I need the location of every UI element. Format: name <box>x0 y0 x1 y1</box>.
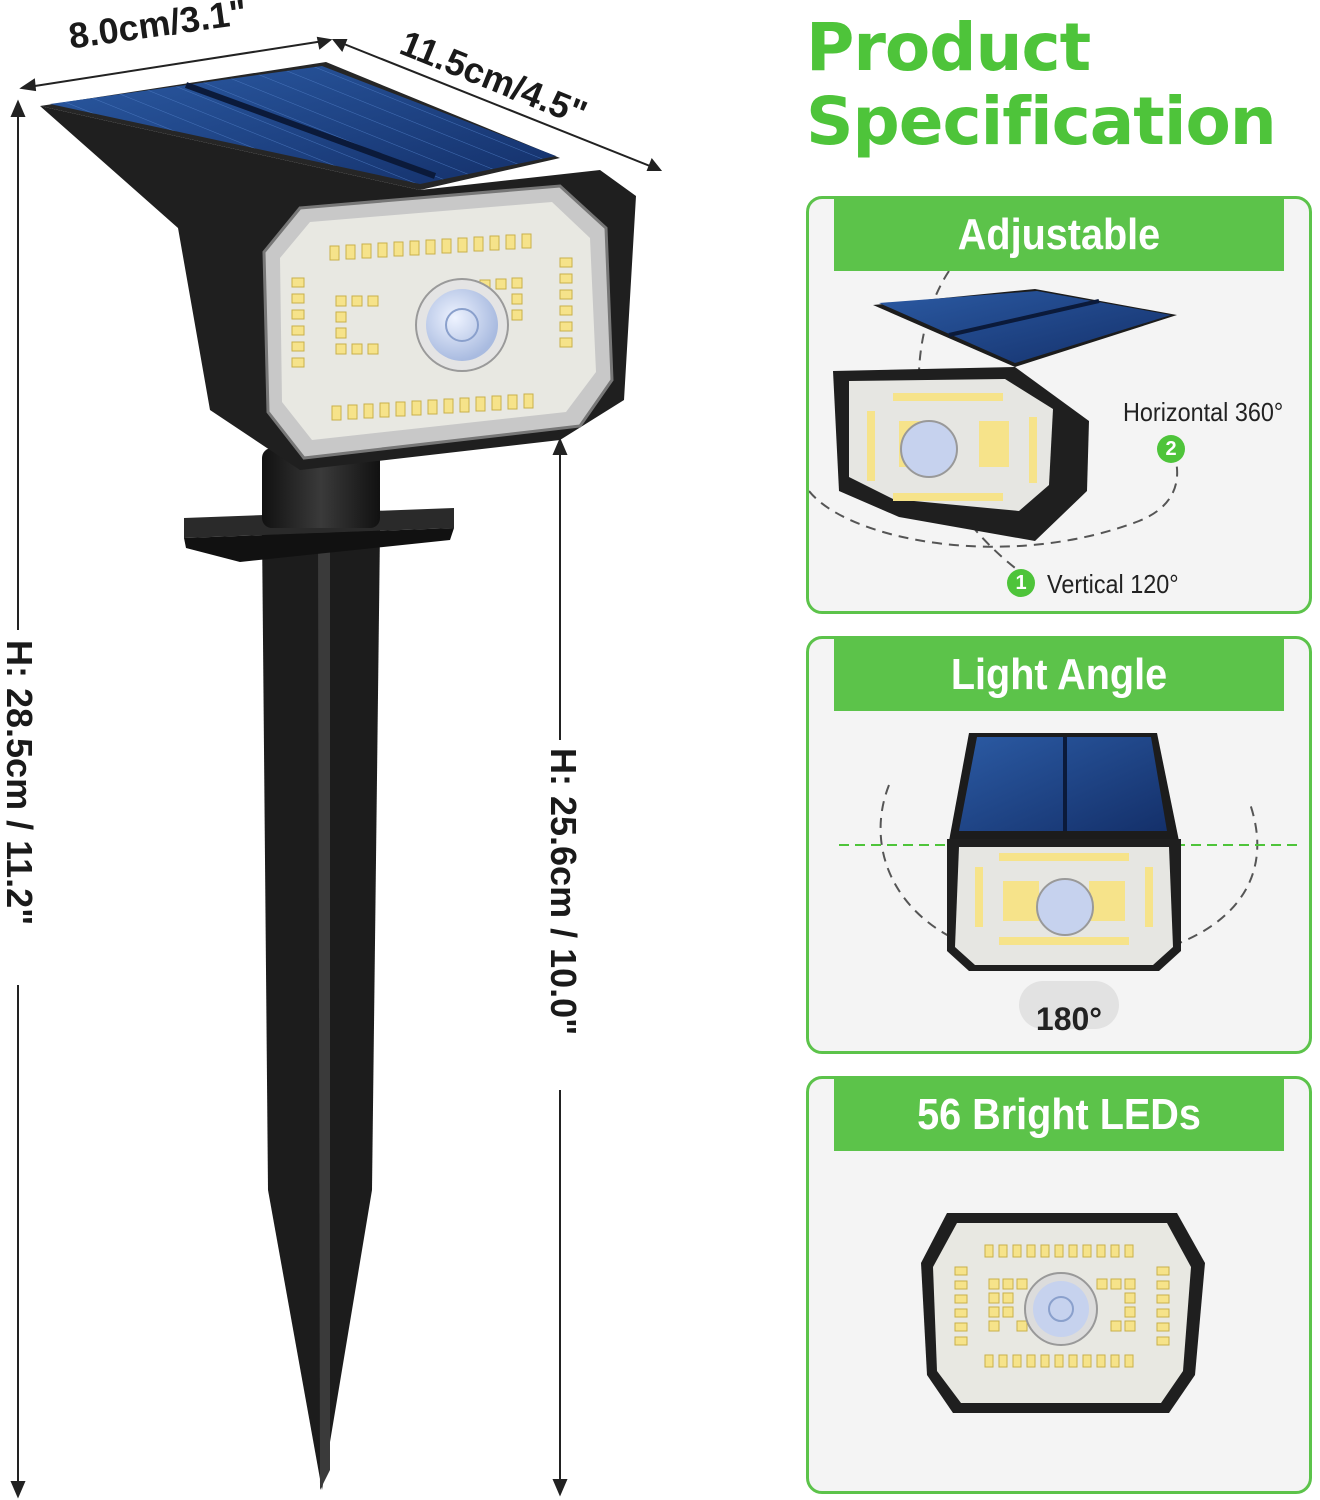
led-array-front <box>954 1244 1170 1368</box>
light-angle-illustration-area: 180° <box>809 711 1309 1051</box>
light-angle-illustration <box>839 733 1299 1029</box>
horizontal-rotation-label: Horizontal 360° <box>1123 397 1284 427</box>
product-illustration <box>10 36 663 1499</box>
light-angle-heading: Light Angle <box>834 639 1284 711</box>
light-angle-value: 180° <box>1035 1001 1103 1037</box>
solar-panel-small <box>879 291 1171 363</box>
leds-illustration-area <box>809 1151 1309 1491</box>
adjustable-heading: Adjustable <box>834 199 1284 271</box>
motion-sensor-closeup <box>1033 1281 1089 1337</box>
leds-heading: 56 Bright LEDs <box>834 1079 1284 1151</box>
adjustable-illustration-area: Horizontal 360° 2 1 Vertical 120° <box>809 270 1309 611</box>
total-height-label: H: 28.5cm / 11.2" <box>0 640 40 926</box>
light-angle-panel: Light Angle 180° <box>806 636 1312 1054</box>
horizontal-step-badge: 2 <box>1157 435 1185 463</box>
motion-sensor-front <box>1036 878 1094 936</box>
adjustable-panel: Adjustable Horizontal 360° 2 1 <box>806 196 1312 614</box>
pivot-neck <box>262 448 380 528</box>
vertical-step-badge: 1 <box>1007 569 1035 597</box>
title-line-1: Product <box>806 9 1091 86</box>
leds-panel: 56 Bright LEDs <box>806 1076 1312 1494</box>
stake-height-label: H: 25.6cm / 10.0" <box>543 748 584 1036</box>
vertical-rotation-label: Vertical 120° <box>1047 569 1179 599</box>
motion-sensor-small <box>900 420 958 478</box>
dimension-arrows <box>10 36 663 1499</box>
leds-illustration <box>921 1213 1205 1413</box>
adjustable-illustration <box>809 270 1179 572</box>
title-line-2: Specification <box>806 83 1277 160</box>
